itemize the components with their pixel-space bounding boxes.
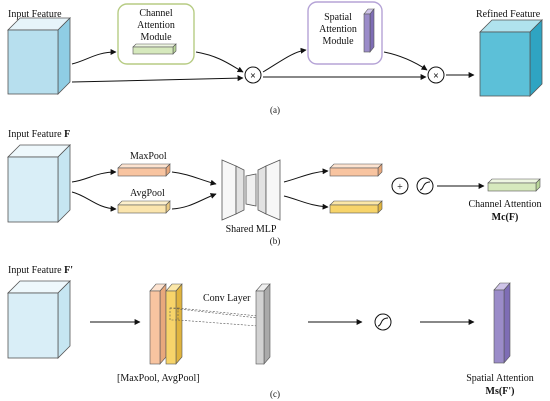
spatial-module-line-1: Spatial bbox=[324, 12, 352, 23]
arrow-spatial-to-mult bbox=[383, 51, 428, 71]
shared-mlp-label: Shared MLP bbox=[226, 224, 277, 235]
spatial-attention-label: Spatial Attention bbox=[466, 373, 534, 384]
multiply-circle-1: × bbox=[244, 66, 262, 84]
arrow-avgpool-to-mlp bbox=[171, 193, 217, 210]
maxpool-map bbox=[149, 283, 167, 365]
channel-module-line-2: Attention bbox=[137, 20, 175, 31]
shared-mlp bbox=[221, 159, 281, 221]
channel-attention-symbol: Mc(F) bbox=[492, 212, 519, 223]
refined-feature-label: Refined Feature bbox=[476, 9, 541, 20]
channel-module-line-3: Module bbox=[140, 32, 172, 43]
channel-module-line-1: Channel bbox=[139, 8, 173, 19]
svg-text:+: + bbox=[397, 182, 403, 193]
channel-attention-module: Channel Attention Module bbox=[117, 3, 195, 65]
panel-c: Input Feature F' Conv Layer bbox=[7, 265, 534, 399]
pool-label: [MaxPool, AvgPool] bbox=[117, 373, 200, 384]
arrow-input-to-channel bbox=[71, 49, 117, 65]
sigmoid-circle-c bbox=[374, 313, 392, 331]
arrow-mlp-to-orange bbox=[283, 168, 329, 183]
panel-a-caption: (a) bbox=[270, 105, 280, 115]
arrow-input-to-mult1 bbox=[71, 75, 244, 83]
panel-c-input-label: Input Feature F' bbox=[8, 265, 73, 276]
mlp-output-avgpool-bar bbox=[329, 200, 383, 214]
spatial-module-line-2: Attention bbox=[319, 24, 357, 35]
arrow-to-avgpool bbox=[71, 191, 117, 212]
spatial-module-line-3: Module bbox=[322, 36, 354, 47]
arrow-to-maxpool bbox=[71, 169, 117, 183]
channel-attention-bar bbox=[132, 43, 177, 55]
spatial-attention-bar bbox=[363, 8, 375, 53]
mlp-output-maxpool-bar bbox=[329, 163, 383, 177]
panel-a: Input Feature Channel Attention Module S… bbox=[7, 1, 543, 115]
maxpool-label: MaxPool bbox=[130, 151, 167, 162]
channel-attention-output-bar bbox=[487, 178, 541, 192]
panel-c-caption: (c) bbox=[270, 389, 280, 399]
spatial-attention-module: Spatial Attention Module bbox=[307, 1, 383, 65]
avgpool-bar bbox=[117, 200, 171, 214]
spatial-attention-symbol: Ms(F') bbox=[486, 386, 515, 397]
svg-text:×: × bbox=[250, 71, 256, 82]
avgpool-label: AvgPool bbox=[130, 188, 165, 199]
maxpool-bar bbox=[117, 163, 171, 177]
conv-kernel-projection bbox=[169, 307, 265, 327]
channel-attention-label: Channel Attention bbox=[468, 199, 541, 210]
avgpool-map bbox=[165, 283, 183, 365]
spatial-attention-output-map bbox=[493, 282, 511, 364]
svg-text:×: × bbox=[433, 71, 439, 82]
arrow-mult-to-spatial bbox=[262, 47, 307, 73]
sigmoid-circle bbox=[416, 177, 434, 195]
conv-output-map bbox=[255, 283, 271, 365]
add-circle: + bbox=[391, 177, 409, 195]
panel-b: Input Feature F MaxPool AvgPool bbox=[7, 129, 542, 246]
arrow-maxpool-to-mlp bbox=[171, 171, 217, 186]
panel-b-input-label: Input Feature F bbox=[8, 129, 70, 140]
multiply-circle-2: × bbox=[427, 66, 445, 84]
conv-layer-label: Conv Layer bbox=[203, 293, 251, 304]
input-feature-cube bbox=[7, 17, 71, 95]
input-feature-f-cube bbox=[7, 144, 71, 223]
panel-b-caption: (b) bbox=[270, 236, 281, 246]
arrow-mlp-to-yellow bbox=[283, 195, 329, 210]
panel-a-input-label: Input Feature bbox=[8, 9, 62, 20]
refined-feature-cube bbox=[479, 19, 543, 97]
arrow-channel-to-mult bbox=[195, 51, 244, 73]
input-feature-f-prime-cube bbox=[7, 280, 71, 359]
